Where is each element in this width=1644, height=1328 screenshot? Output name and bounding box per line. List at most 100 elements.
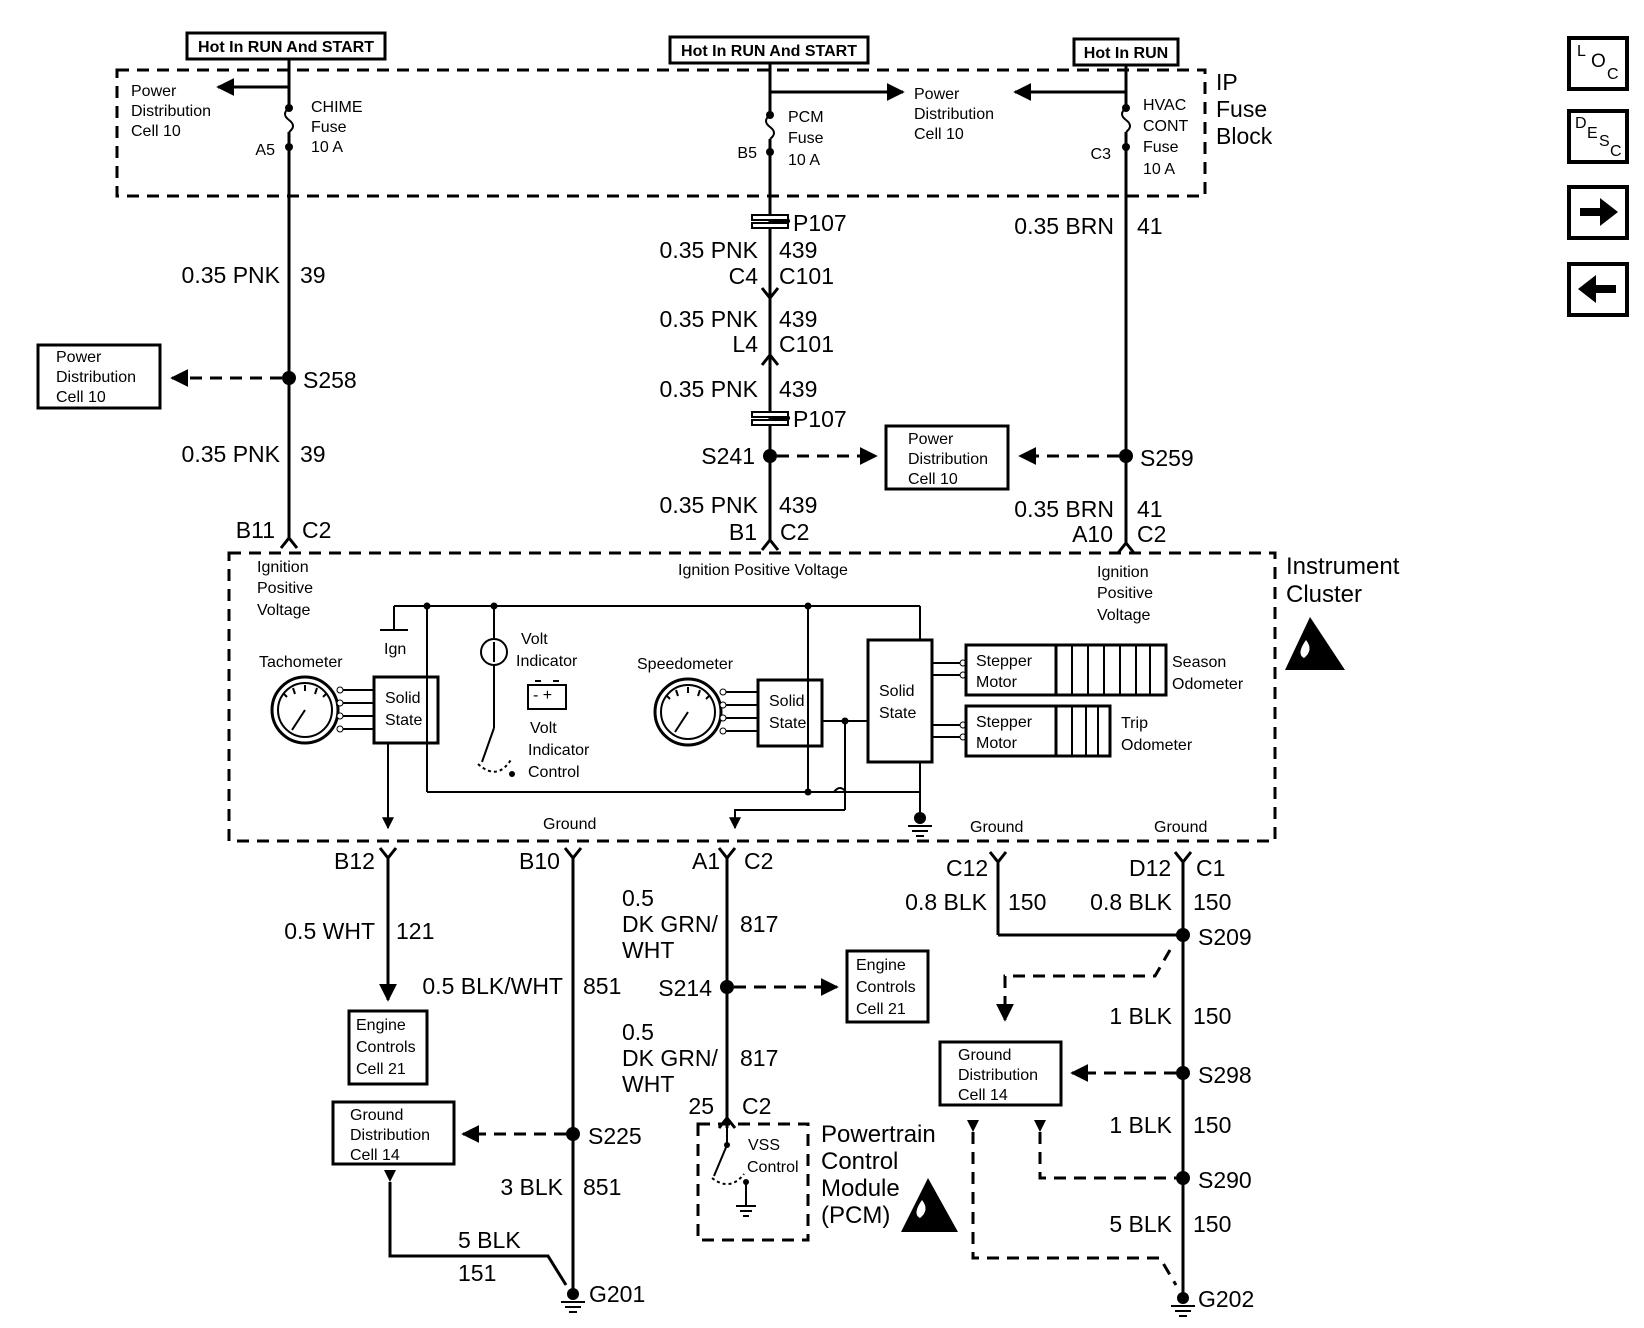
svg-text:- +: - + (533, 687, 552, 704)
engine-left-box (347, 1009, 429, 1086)
wire-150c-circuit: 150 (1193, 1003, 1231, 1029)
splice-s209-label: S209 (1198, 924, 1252, 950)
pd-left-box (36, 343, 162, 410)
wire-41b-gauge: 0.35 BRN (1014, 496, 1114, 522)
wire-150b-circuit: 150 (1193, 889, 1231, 915)
wire-439a-circuit: 439 (779, 237, 817, 263)
hvac-fuse-pin: C3 (1091, 146, 1112, 163)
wire-121-gauge: 0.5 WHT (284, 918, 375, 944)
connector-c2c: C2 (1137, 521, 1166, 547)
connector-pin25: 25 (688, 1093, 714, 1119)
svg-text:O: O (1591, 51, 1606, 72)
wire-851a-circuit: 851 (583, 973, 621, 999)
cluster-ign-left: Ignition Positive Voltage (257, 559, 317, 619)
solid-state-tach-label: Solid State (385, 690, 425, 729)
wire-851a-gauge: 0.5 BLK/WHT (422, 973, 563, 999)
tachometer-label: Tachometer (259, 654, 343, 671)
ground-right-box (938, 1040, 1063, 1107)
svg-text:C: C (1610, 143, 1622, 160)
splice-s258-dot (282, 371, 296, 385)
source-hot-run-start-b: Hot In RUN And START (668, 35, 870, 65)
splice-s214-dot (720, 980, 734, 994)
ground-left-box (331, 1100, 456, 1166)
wire-39b-circuit: 39 (300, 441, 326, 467)
esd-warning-pcm-icon (901, 1178, 958, 1232)
engine-left-label: Engine Controls Cell 21 (356, 1017, 420, 1078)
arrow-right-icon (1580, 198, 1618, 226)
instrument-cluster-outline (227, 551, 1277, 843)
connector-p107a: P107 (793, 210, 847, 236)
cluster-ign-mid: Ignition Positive Voltage (678, 562, 848, 579)
esd-warning-icon (1285, 617, 1345, 670)
ground-g201-label: G201 (589, 1281, 645, 1307)
wire-39b-gauge: 0.35 PNK (182, 441, 281, 467)
connector-p107b: P107 (793, 406, 847, 432)
connector-c101b: C101 (779, 331, 834, 357)
season-odometer-label: Season Odometer (1172, 654, 1244, 693)
svg-text:E: E (1587, 125, 1598, 142)
connector-a10: A10 (1072, 521, 1113, 547)
engine-mid-label: Engine Controls Cell 21 (856, 957, 920, 1018)
volt-indicator-control-label: Volt Indicator Control (528, 720, 594, 781)
splice-s225-label: S225 (588, 1123, 642, 1149)
solid-state-speedo-box (756, 678, 824, 748)
connector-b1: B1 (729, 519, 757, 545)
ip-fuse-block-outline (115, 68, 1207, 198)
solid-state-tach-box (372, 675, 440, 745)
connector-l4: L4 (732, 331, 758, 357)
ground-g201-icon (561, 1288, 585, 1313)
wire-851b-gauge: 3 BLK (500, 1174, 563, 1200)
connector-c2b: C2 (780, 519, 809, 545)
splice-s259-label: S259 (1140, 445, 1194, 471)
wire-151-gauge: 5 BLK (458, 1227, 521, 1253)
pcm-fuse-label: PCM Fuse 10 A (788, 109, 828, 169)
wire-150a-gauge: 0.8 BLK (905, 889, 987, 915)
wire-150b-gauge: 0.8 BLK (1090, 889, 1172, 915)
season-odometer-digits (1054, 643, 1168, 697)
previous-page-button[interactable] (1567, 262, 1629, 317)
connector-b11: B11 (236, 517, 275, 543)
splice-s241-dot (763, 449, 777, 463)
wire-817a-gauge: 0.5 DK GRN/ WHT (622, 885, 724, 963)
description-button[interactable]: D E S C (1567, 109, 1629, 164)
cluster-ign-right: Ignition Positive Voltage (1097, 564, 1157, 624)
solid-state-odo-label: Solid State (879, 683, 919, 722)
svg-text:D: D (1575, 115, 1587, 132)
connector-b12: B12 (334, 848, 375, 874)
speedometer-gauge-icon (653, 677, 723, 747)
splice-s258-label: S258 (303, 367, 357, 393)
connector-b10: B10 (519, 848, 560, 874)
wire-150c-gauge: 1 BLK (1109, 1003, 1172, 1029)
speedometer-label: Speedometer (637, 656, 734, 673)
wire-439b-circuit: 439 (779, 306, 817, 332)
ground-left-label: Ground Distribution Cell 14 (350, 1107, 434, 1164)
stepper-motor-trip-label: Stepper Motor (976, 714, 1037, 752)
wire-439d-gauge: 0.35 PNK (660, 492, 759, 518)
connector-c12: C12 (946, 855, 988, 881)
splice-s259-dot (1119, 449, 1133, 463)
splice-s298-dot (1176, 1066, 1190, 1080)
volt-indicator-label: Volt Indicator (516, 631, 578, 670)
splice-s214-label: S214 (658, 975, 712, 1001)
splice-s241-label: S241 (701, 443, 755, 469)
wire-39a-circuit: 39 (300, 262, 326, 288)
svg-text:Hot In RUN And START: Hot In RUN And START (681, 43, 857, 60)
wire-150e-circuit: 150 (1193, 1211, 1231, 1237)
next-page-button[interactable] (1567, 185, 1629, 240)
splice-s298-label: S298 (1198, 1062, 1252, 1088)
pd-mid-box (884, 424, 1010, 491)
svg-text:Hot In RUN And START: Hot In RUN And START (198, 39, 374, 56)
cluster-ground-3: Ground (1154, 819, 1207, 836)
cluster-ign-label: Ign (384, 641, 406, 658)
solid-state-speedo-label: Solid State (769, 693, 809, 732)
wire-439b-gauge: 0.35 PNK (660, 306, 759, 332)
wire-150e-gauge: 5 BLK (1109, 1211, 1172, 1237)
pd-top-left-label: Power Distribution Cell 10 (131, 83, 215, 140)
pcm-outline (696, 1122, 810, 1242)
pd-left-label: Power Distribution Cell 10 (56, 349, 140, 406)
engine-mid-box (845, 949, 930, 1024)
location-button[interactable]: L O C (1567, 36, 1629, 91)
ground-g202-label: G202 (1198, 1286, 1254, 1312)
